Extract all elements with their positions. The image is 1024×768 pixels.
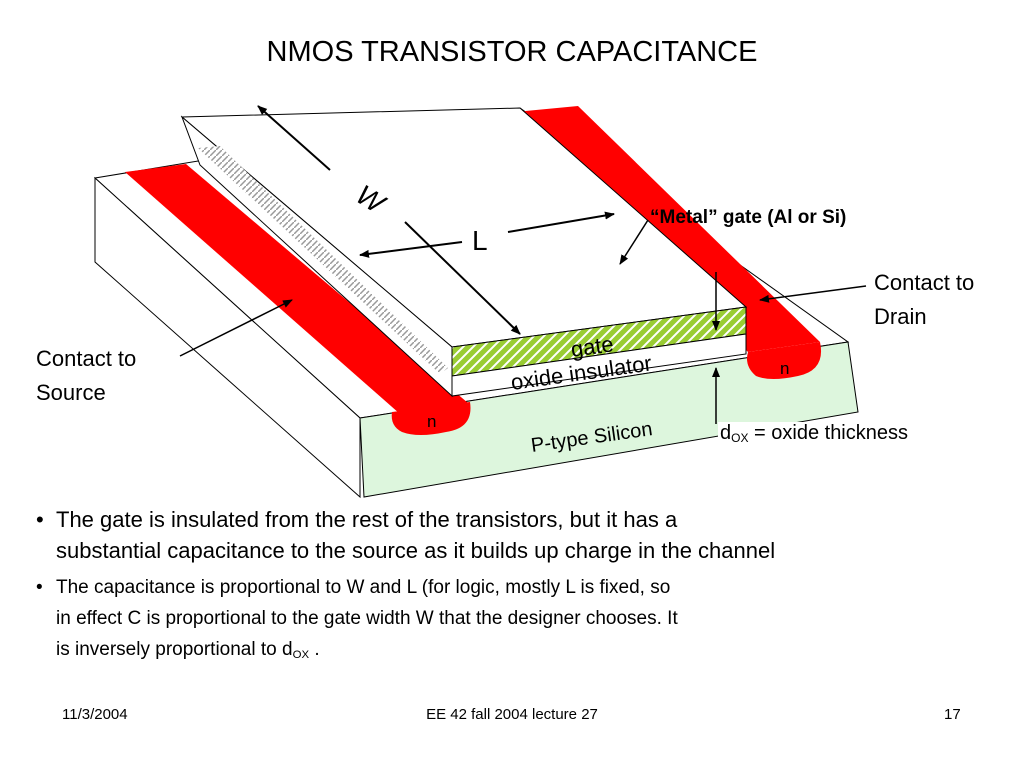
bullet-2-line-1: The capacitance is proportional to W and… bbox=[56, 577, 671, 598]
wafer-left-face bbox=[94, 176, 361, 499]
footer-page-number: 17 bbox=[944, 706, 961, 723]
w-arrow-lower bbox=[404, 221, 521, 335]
bullet-2: • The capacitance is proportional to W a… bbox=[36, 572, 1006, 671]
gate-label: gate bbox=[569, 331, 615, 362]
drain-contact-pointer bbox=[759, 285, 867, 303]
source-contact-pointer bbox=[179, 299, 293, 357]
n-right-label: n bbox=[780, 359, 789, 378]
bullet-1: • The gate is insulated from the rest of… bbox=[36, 504, 1006, 566]
dox-rest: = oxide thickness bbox=[748, 422, 908, 444]
bullet-1-symbol: • bbox=[36, 507, 44, 532]
source-diffusion-strip bbox=[125, 164, 468, 414]
dox-d: d bbox=[720, 422, 732, 444]
bullet-2-line-3: is inversely proportional to dOX . bbox=[56, 634, 1006, 671]
contact-source-line-1: Contact to bbox=[36, 346, 137, 371]
l-arrow-right bbox=[507, 211, 615, 233]
contact-source-line-2: Source bbox=[36, 380, 106, 405]
dox-label: dOX = oxide thickness bbox=[718, 422, 910, 445]
w-arrow-upper bbox=[257, 105, 331, 171]
oxide-layer bbox=[451, 333, 747, 397]
drain-diffusion-strip bbox=[515, 106, 820, 352]
bullet-2-symbol: • bbox=[36, 577, 43, 598]
dox-subscript: OX bbox=[731, 431, 749, 445]
bullet-1-line-1: The gate is insulated from the rest of t… bbox=[56, 507, 678, 532]
n-well-drain bbox=[747, 342, 822, 379]
p-type-substrate bbox=[359, 341, 859, 498]
bullet-2-line-3-post: . bbox=[309, 639, 320, 660]
contact-drain-line-1: Contact to bbox=[874, 270, 975, 295]
slide-title: NMOS TRANSISTOR CAPACITANCE bbox=[266, 36, 758, 68]
metal-gate-pointer bbox=[619, 219, 649, 265]
footer-course: EE 42 fall 2004 lecture 27 bbox=[426, 706, 598, 723]
l-label: L bbox=[472, 225, 488, 256]
metal-gate-label: “Metal” gate (Al or Si) bbox=[650, 207, 847, 228]
n-well-source bbox=[391, 402, 471, 435]
contact-drain-line-2: Drain bbox=[874, 304, 927, 329]
bullet-2-line-2: in effect C is proportional to the gate … bbox=[56, 608, 678, 629]
contact-source-label: Contact to Source bbox=[36, 342, 136, 410]
bullet-2-line-3-sub: OX bbox=[292, 649, 310, 661]
footer-date: 11/3/2004 bbox=[62, 706, 128, 723]
l-arrow-left bbox=[359, 241, 463, 258]
bullet-list: • The gate is insulated from the rest of… bbox=[36, 504, 1006, 671]
gate-side-texture bbox=[198, 146, 448, 374]
n-left-label: n bbox=[427, 412, 436, 431]
contact-drain-label: Contact to Drain bbox=[874, 266, 974, 334]
bullet-1-line-2: substantial capacitance to the source as… bbox=[56, 538, 776, 563]
bullet-2-line-3-pre: is inversely proportional to d bbox=[56, 639, 293, 660]
